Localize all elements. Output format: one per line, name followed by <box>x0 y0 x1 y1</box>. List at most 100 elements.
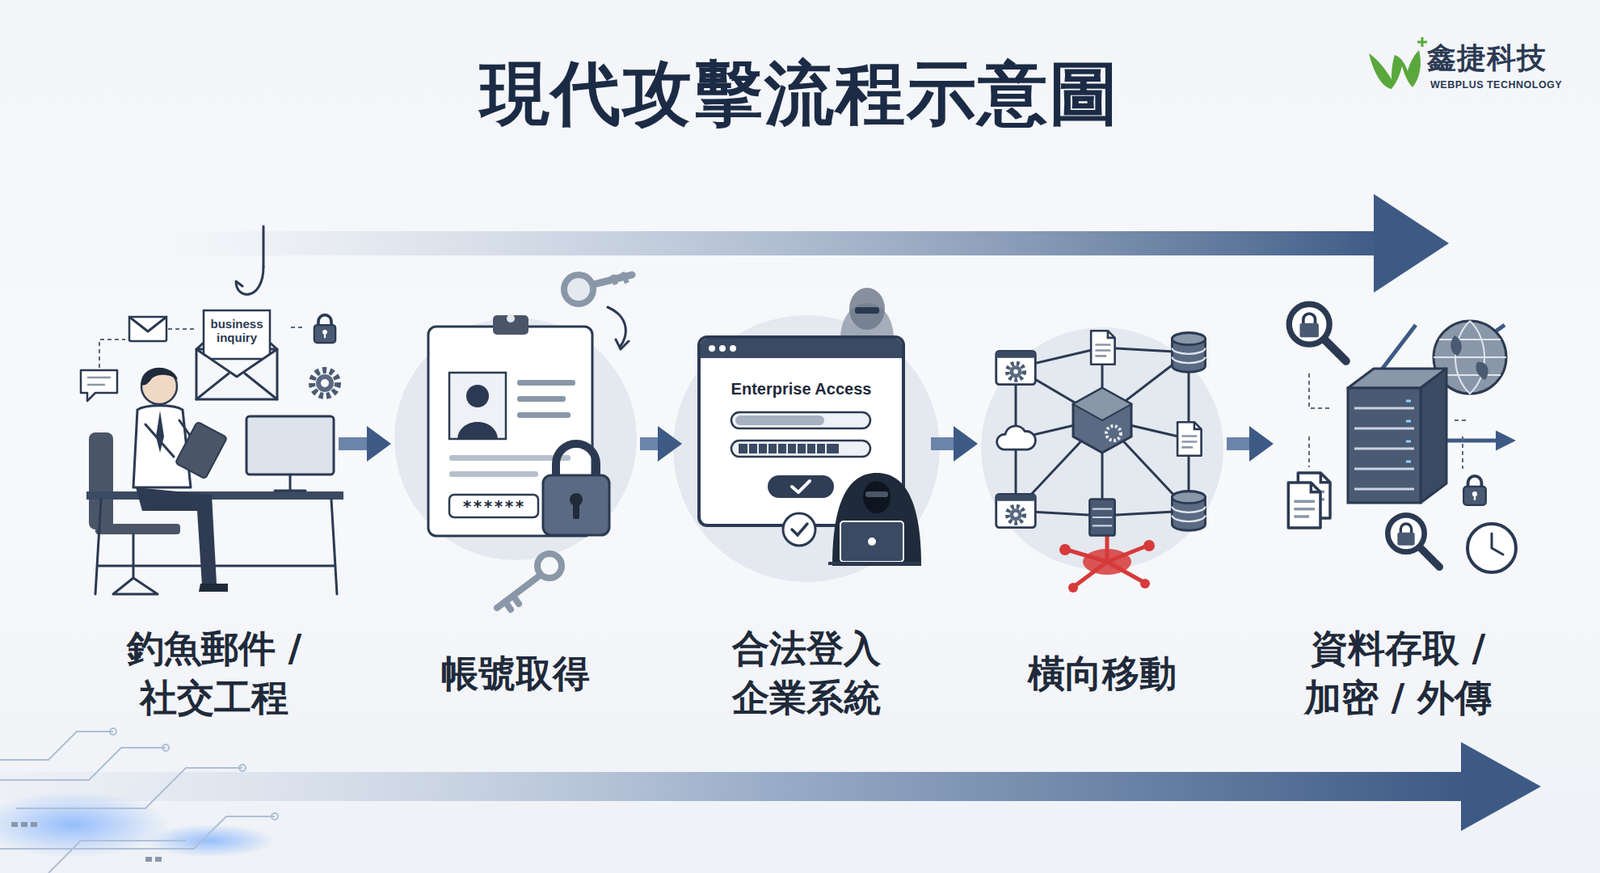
circuit-lines-part <box>145 856 152 862</box>
flow-arrow <box>930 425 978 462</box>
phishing-scene-part <box>155 410 165 453</box>
stage-circles-part <box>981 327 1224 570</box>
network-graph-part <box>1171 332 1205 373</box>
circuit-lines-part <box>271 812 278 820</box>
network-graph-part <box>996 493 1036 527</box>
envelope-text: business inquiry <box>202 317 271 345</box>
stage-circles-part <box>394 317 637 560</box>
flow-arrow <box>338 425 392 462</box>
arrow-shaft <box>1226 437 1253 451</box>
stage-circles <box>394 315 1224 582</box>
phishing-scene-part <box>135 487 217 586</box>
stage-node: 橫向移動 <box>981 266 1224 728</box>
stage-label: 合法登入 企業系統 <box>685 623 928 722</box>
data-exfiltration-part <box>1420 368 1447 503</box>
credential-card-part <box>543 475 610 535</box>
credential-card-part <box>457 421 498 439</box>
credential-card-part <box>449 471 539 477</box>
phishing-scene-part <box>129 316 167 332</box>
network-graph-part <box>1068 582 1078 593</box>
login-window-part <box>731 440 871 457</box>
phishing-scene <box>80 226 344 594</box>
data-exfiltration-part <box>1491 533 1504 555</box>
phishing-scene-part <box>113 534 158 594</box>
login-window-part <box>849 287 885 330</box>
phishing-scene-part <box>175 421 228 480</box>
network-graph-part <box>1171 491 1205 531</box>
credential-card-part <box>612 272 628 285</box>
login-window-part <box>783 513 816 546</box>
login-window-part <box>854 307 880 314</box>
network-graph-part <box>997 425 1036 450</box>
login-window-part <box>840 521 904 562</box>
top-arrow <box>153 193 1449 293</box>
phishing-scene-part <box>196 373 278 400</box>
top-arrow-part <box>1373 193 1449 293</box>
phishing-scene-part <box>246 416 334 475</box>
login-window-part <box>729 345 737 352</box>
network-graph-part <box>996 350 1036 384</box>
bottom-arrow-part <box>1461 741 1542 831</box>
network-graph-part <box>1073 387 1132 421</box>
login-window-part <box>832 472 922 566</box>
phishing-scene-part <box>86 491 344 500</box>
arrow-head <box>366 425 392 462</box>
arrow-head <box>657 425 683 462</box>
circuit-lines-part <box>239 764 246 771</box>
data-exfiltration-part <box>1354 408 1415 489</box>
login-window-part <box>791 523 808 535</box>
credential-card-part <box>555 443 597 479</box>
login-window-part <box>867 537 876 546</box>
bottom-arrow <box>0 741 1542 831</box>
login-window-part <box>719 345 726 352</box>
stage-node: 資料存取 / 加密 / 外傳 <box>1276 266 1520 728</box>
phishing-scene-part <box>314 315 336 343</box>
phishing-scene-part <box>315 374 334 392</box>
logo-icon <box>1368 37 1428 89</box>
phishing-scene-part <box>129 316 167 342</box>
arrow-head <box>1249 425 1274 462</box>
circuit-lines-part <box>0 731 114 760</box>
circuit-lines-part <box>0 747 166 780</box>
login-window-part <box>865 491 889 497</box>
logo-subtitle: WEBPLUS TECHNOLOGY <box>1430 79 1592 92</box>
data-exfiltration-part <box>1288 303 1346 361</box>
network-graph-part <box>1140 578 1150 589</box>
stage-node: 帳號取得 <box>394 266 637 728</box>
circuit-lines-part <box>30 821 38 827</box>
network-graph-part <box>1106 425 1121 441</box>
circuit-lines-part <box>11 821 18 827</box>
stage-node: 合法登入 企業系統 <box>685 266 928 728</box>
data-exfiltration-part <box>1347 387 1421 503</box>
login-window-part <box>698 336 904 526</box>
credential-card-part <box>492 315 529 335</box>
data-exfiltration-part <box>1467 523 1516 573</box>
circuit-lines-part <box>109 728 117 735</box>
stage-label: 橫向移動 <box>981 648 1224 699</box>
flow-arrow <box>640 425 683 462</box>
circuit-lines-part <box>0 816 275 849</box>
arrow-shaft <box>930 437 957 451</box>
login-window-part <box>700 338 902 358</box>
credential-card-part <box>496 575 540 610</box>
circuit-lines-part <box>162 744 169 751</box>
stage-label: 資料存取 / 加密 / 外傳 <box>1276 623 1520 722</box>
phishing-scene-part <box>80 370 118 401</box>
circuit-lines-part <box>155 856 162 862</box>
data-exfiltration-part <box>1309 373 1467 469</box>
top-arrow-part <box>153 231 1386 256</box>
phishing-scene-part <box>141 367 178 386</box>
arrow-shaft <box>338 437 371 451</box>
stage-label: 帳號取得 <box>394 648 637 699</box>
stage-node: 釣魚郵件 / 社交工程 <box>92 266 336 728</box>
bottom-arrow-part <box>0 771 1467 801</box>
password-mask: ****** <box>450 496 537 516</box>
credential-card-part <box>449 372 506 439</box>
phishing-scene-part <box>95 523 181 535</box>
phishing-scene-part <box>274 474 306 491</box>
phishing-scene-part <box>262 226 266 267</box>
phishing-scene-part <box>133 405 191 488</box>
network-graph-part <box>1015 347 1189 516</box>
phishing-scene-part <box>99 327 306 368</box>
network-graph-part <box>1090 330 1115 365</box>
